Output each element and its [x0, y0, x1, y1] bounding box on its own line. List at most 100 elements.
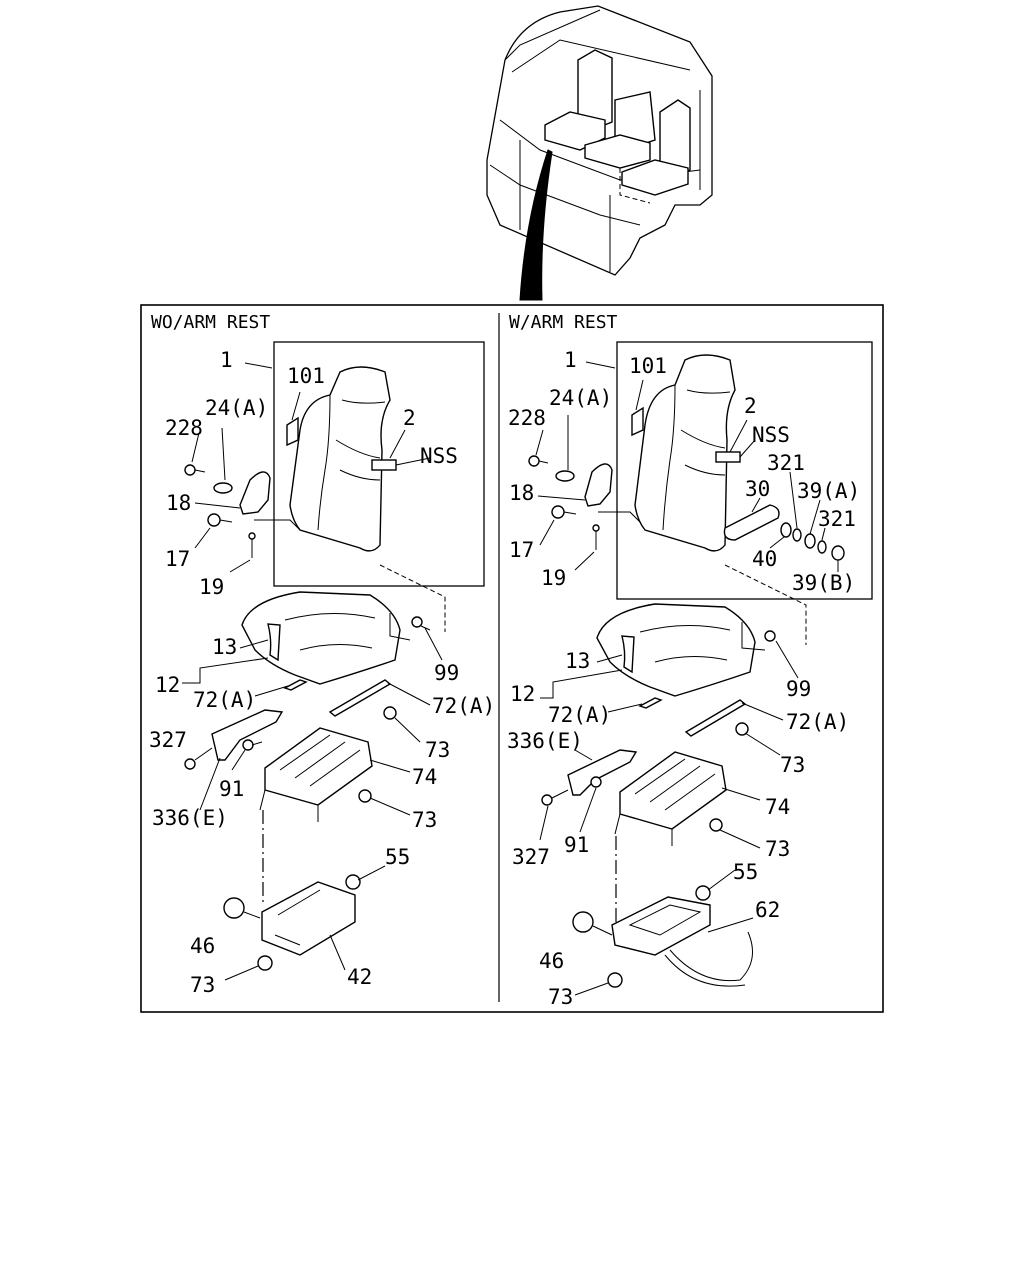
- seat-cushion-armrest: [596, 603, 756, 697]
- label-99-armrest: 99: [786, 677, 811, 701]
- hinge-bracket-armrest: [584, 463, 613, 507]
- label-13: 13: [212, 635, 237, 659]
- knob-46-armrest: [572, 911, 613, 936]
- label-2-armrest: 2: [744, 394, 757, 418]
- nut-39a: [804, 533, 816, 549]
- bolt-327: [184, 747, 213, 770]
- label-73-2: 73: [412, 808, 437, 832]
- seat-slide-74: [264, 727, 373, 806]
- label-73-1-armrest: 73: [780, 753, 805, 777]
- label-13-armrest: 13: [565, 649, 590, 673]
- label-39b: 39(B): [792, 571, 855, 595]
- nut-39b: [831, 545, 845, 561]
- bolt-91: [242, 739, 263, 751]
- label-74: 74: [412, 765, 437, 789]
- label-72a-1-armrest: 72(A): [548, 703, 611, 727]
- seatback-shape: [289, 366, 391, 552]
- washer-321-a: [792, 528, 802, 542]
- part-24a-cover-armrest: [555, 470, 575, 482]
- label-24a-armrest: 24(A): [549, 386, 612, 410]
- label-nss: NSS: [420, 444, 458, 468]
- label-1-armrest: 1: [564, 348, 577, 372]
- label-nss-armrest: NSS: [752, 423, 790, 447]
- label-12: 12: [155, 673, 180, 697]
- cab-overview-illustration: [486, 5, 713, 301]
- label-1: 1: [220, 348, 233, 372]
- diagram-frame: [140, 304, 884, 1013]
- label-55-armrest: 55: [733, 860, 758, 884]
- label-12-armrest: 12: [510, 682, 535, 706]
- label-40: 40: [752, 547, 777, 571]
- right-panel: [528, 341, 873, 996]
- nut-73-c: [257, 955, 273, 971]
- label-30: 30: [745, 477, 770, 501]
- label-91-armrest: 91: [564, 833, 589, 857]
- label-2: 2: [403, 406, 416, 430]
- nut-73-a-armrest: [735, 722, 749, 736]
- part-24a-cover: [213, 482, 233, 494]
- label-336e: 336(E): [152, 806, 228, 830]
- label-24a: 24(A): [205, 396, 268, 420]
- label-17-armrest: 17: [509, 538, 534, 562]
- label-91: 91: [219, 777, 244, 801]
- nut-99: [411, 616, 431, 631]
- nut-55-armrest: [695, 885, 711, 901]
- part-101-hook: [286, 416, 299, 447]
- nut-73-b-armrest: [709, 818, 723, 832]
- label-18: 18: [166, 491, 191, 515]
- label-336e-armrest: 336(E): [507, 729, 583, 753]
- left-panel: [182, 341, 485, 981]
- nss-strap-armrest: [715, 451, 741, 463]
- label-46-armrest: 46: [539, 949, 564, 973]
- seatback-box-armrest: [616, 341, 873, 600]
- rail-72a-right: [328, 679, 392, 717]
- nut-73-a: [383, 706, 397, 720]
- label-73-2-armrest: 73: [765, 837, 790, 861]
- bolt-19: [248, 532, 256, 558]
- label-321-a: 321: [767, 451, 805, 475]
- nut-99-armrest: [764, 630, 776, 642]
- bolt-17-armrest: [551, 505, 577, 519]
- bolt-19-armrest: [592, 524, 600, 550]
- label-327: 327: [149, 728, 187, 752]
- label-228: 228: [165, 416, 203, 440]
- knob-46: [223, 897, 261, 919]
- nut-73-b: [358, 789, 372, 803]
- part-101-hook-armrest: [631, 406, 644, 437]
- bolt-228-armrest: [528, 455, 549, 467]
- label-19-armrest: 19: [541, 566, 566, 590]
- label-327-armrest: 327: [512, 845, 550, 869]
- bracket-336e: [211, 709, 284, 761]
- seatback-box: [273, 341, 485, 587]
- rail-72a-left: [283, 679, 308, 691]
- hinge-bracket: [239, 471, 271, 515]
- part-13-strap-armrest: [621, 635, 635, 674]
- label-72a-2-armrest: 72(A): [786, 710, 849, 734]
- label-73-1: 73: [425, 738, 450, 762]
- label-19: 19: [199, 575, 224, 599]
- seat-cushion: [241, 591, 401, 685]
- label-321-b: 321: [818, 507, 856, 531]
- seat-slide-74-armrest: [619, 751, 727, 830]
- bolt-17: [207, 513, 233, 527]
- washer-40: [780, 522, 792, 538]
- nss-strap: [371, 459, 397, 471]
- label-74-armrest: 74: [765, 795, 790, 819]
- label-228-armrest: 228: [508, 406, 546, 430]
- bolt-91-armrest: [590, 776, 602, 788]
- panel-title-without-armrest: WO/ARM REST: [151, 312, 270, 333]
- label-18-armrest: 18: [509, 481, 534, 505]
- nut-55: [345, 874, 361, 890]
- washer-321-b: [817, 540, 827, 554]
- bolt-228: [184, 464, 206, 476]
- label-101: 101: [287, 364, 325, 388]
- label-73-3-armrest: 73: [548, 985, 573, 1009]
- label-62: 62: [755, 898, 780, 922]
- label-46: 46: [190, 934, 215, 958]
- nut-73-c-armrest: [607, 972, 623, 988]
- bracket-336e-armrest: [567, 749, 638, 796]
- seat-base-62: [611, 896, 711, 956]
- panel-title-with-armrest: W/ARM REST: [509, 312, 618, 333]
- rail-72a-left-armrest: [638, 697, 663, 709]
